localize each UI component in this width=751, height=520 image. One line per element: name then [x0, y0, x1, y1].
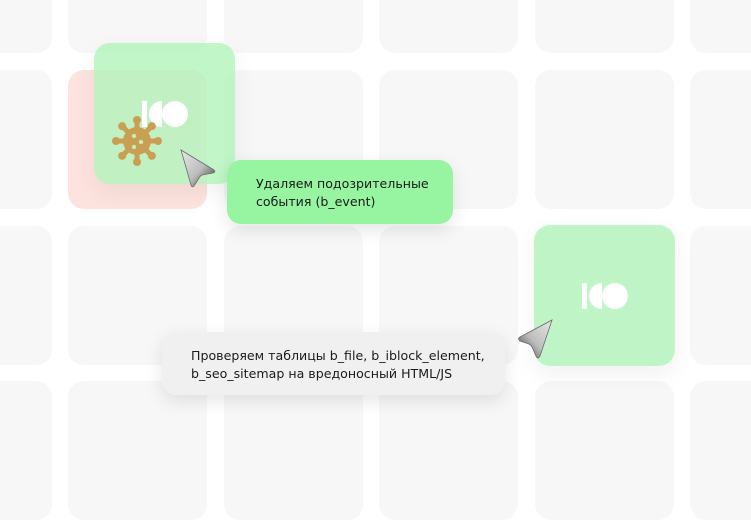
grid-cell — [0, 70, 52, 209]
tooltip-line: Удаляем подозрительные — [256, 176, 429, 191]
tooltip-line: b_seo_sitemap на вредоносный HTML/JS — [191, 366, 453, 381]
grid-cell — [379, 0, 518, 53]
grid-cell — [224, 0, 363, 53]
grid-cell — [535, 0, 674, 53]
grid-cell — [690, 70, 751, 209]
grid-cell — [690, 0, 751, 53]
grid-cell — [0, 381, 52, 520]
grid-cell — [535, 381, 674, 520]
tooltip-check-tables: Проверяем таблицы b_file, b_iblock_eleme… — [162, 332, 505, 395]
cursor-arrow-icon — [518, 319, 553, 359]
virus-icon — [112, 116, 162, 166]
card-clean — [534, 225, 675, 366]
tooltip-line: события (b_event) — [256, 194, 376, 209]
ko-logo-icon — [581, 282, 628, 309]
grid-cell — [68, 381, 207, 520]
ko-logo-icon — [141, 100, 188, 127]
tooltip-line: Проверяем таблицы b_file, b_iblock_eleme… — [191, 348, 485, 363]
cursor-arrow-icon — [180, 149, 216, 188]
card-infected — [94, 43, 235, 184]
grid-cell — [224, 381, 363, 520]
tooltip-delete-events: Удаляем подозрительные события (b_event) — [227, 160, 453, 224]
grid-cell — [690, 226, 751, 365]
grid-cell — [379, 381, 518, 520]
grid-cell — [535, 70, 674, 209]
grid-cell — [690, 381, 751, 520]
grid-cell — [0, 0, 52, 53]
grid-cell — [0, 226, 52, 365]
